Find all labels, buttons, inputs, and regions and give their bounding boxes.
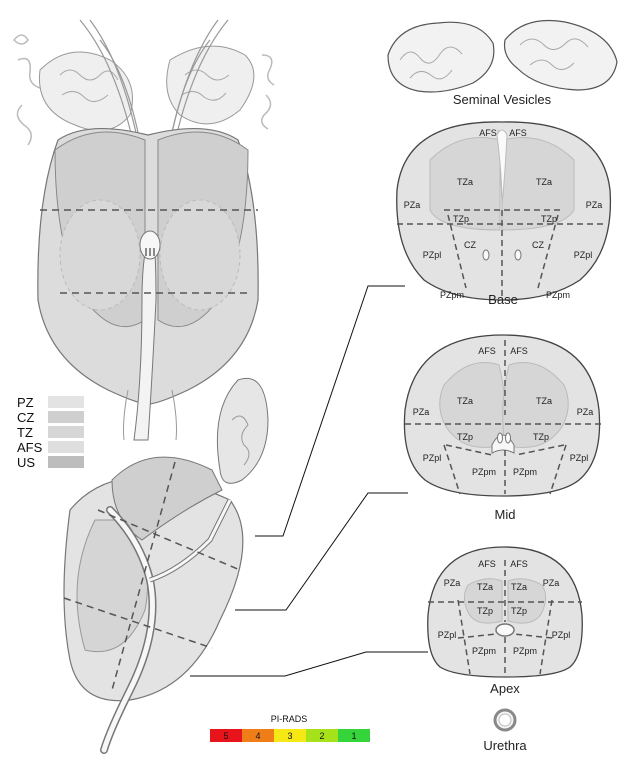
legend-swatch-afs [48,441,84,453]
base-afs-left: AFS [479,128,497,138]
pirads-score-4: 4 [255,731,260,741]
pirads-score-3: 3 [287,731,292,741]
base-pzpm-right: PZpm [546,290,570,300]
apex-pzpm-right: PZpm [513,646,537,656]
legend-swatch-us [48,456,84,468]
mid-tzp-right: TZp [533,432,549,442]
legend-label-afs: AFS [17,440,43,455]
base-tzp-left: TZp [453,214,469,224]
mid-tza-right: TZa [536,396,552,406]
apex-tza-left: TZa [477,582,493,592]
mid-pza-left: PZa [413,407,430,417]
legend-label-us: US [17,455,35,470]
apex-section: AFS AFS PZa PZa TZa TZa TZp TZp PZpl PZp… [427,546,583,696]
apex-afs-right: AFS [510,559,528,569]
base-afs-right: AFS [509,128,527,138]
base-label: Base [488,292,518,307]
base-section: AFS AFS TZa TZa PZa PZa TZp TZp CZ CZ PZ… [396,121,612,307]
apex-pza-left: PZa [444,578,461,588]
legend-label-pz: PZ [17,395,34,410]
mid-afs-left: AFS [478,346,496,356]
pirads-box-3 [274,729,306,742]
legend-swatch-pz [48,396,84,408]
base-tzp-right: TZp [541,214,557,224]
base-pzpm-left: PZpm [440,290,464,300]
apex-pzpl-right: PZpl [552,630,571,640]
base-cz-right: CZ [532,240,544,250]
apex-tza-right: TZa [511,582,527,592]
mid-tza-left: TZa [457,396,473,406]
connector-lines [190,285,428,677]
zone-legend: PZ CZ TZ AFS US [17,395,84,470]
apex-tzp-left: TZp [477,606,493,616]
base-cz-left: CZ [464,240,476,250]
base-tza-right: TZa [536,177,552,187]
legend-swatch-tz [48,426,84,438]
mid-tzp-left: TZp [457,432,473,442]
pirads-score-5: 5 [223,731,228,741]
sagittal-prostate-illustration [63,378,269,754]
coronal-prostate-illustration [12,19,275,441]
mid-pzpm-right: PZpm [513,467,537,477]
pirads-title: PI-RADS [271,714,308,724]
base-pza-left: PZa [404,200,421,210]
pirads-scale: PI-RADS 5 4 3 2 1 [210,714,370,742]
mid-pzpl-right: PZpl [570,453,589,463]
pirads-box-4 [242,729,274,742]
base-tza-left: TZa [457,177,473,187]
seminal-vesicles-label: Seminal Vesicles [453,92,552,107]
urethra-label: Urethra [483,738,527,753]
pirads-box-5 [210,729,242,742]
mid-section: AFS AFS TZa TZa PZa PZa TZp TZp PZpl PZp… [403,334,601,522]
urethra-illustration: Urethra [483,708,527,753]
legend-swatch-cz [48,411,84,423]
apex-afs-left: AFS [478,559,496,569]
seminal-vesicles-illustration: Seminal Vesicles [387,19,618,107]
base-pzpl-right: PZpl [574,250,593,260]
base-pzpl-left: PZpl [423,250,442,260]
mid-afs-right: AFS [510,346,528,356]
apex-pzpl-left: PZpl [438,630,457,640]
apex-tzp-right: TZp [511,606,527,616]
pirads-score-2: 2 [319,731,324,741]
mid-label: Mid [495,507,516,522]
apex-pza-right: PZa [543,578,560,588]
mid-pzpm-left: PZpm [472,467,496,477]
apex-label: Apex [490,681,520,696]
apex-pzpm-left: PZpm [472,646,496,656]
base-pza-right: PZa [586,200,603,210]
pirads-box-1 [338,729,370,742]
pirads-score-1: 1 [351,731,356,741]
mid-pzpl-left: PZpl [423,453,442,463]
mid-pza-right: PZa [577,407,594,417]
legend-label-cz: CZ [17,410,34,425]
legend-label-tz: TZ [17,425,33,440]
pirads-box-2 [306,729,338,742]
